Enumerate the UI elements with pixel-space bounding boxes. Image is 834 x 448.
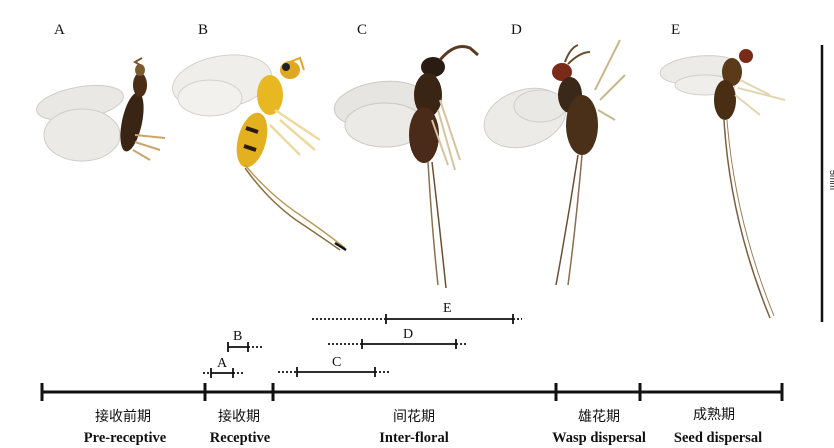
range-label-a: A (217, 356, 227, 372)
range-label-b: B (233, 329, 242, 345)
stage-zh-inter-floral: 间花期 (344, 406, 484, 426)
range-e (312, 314, 522, 324)
stage-zh-receptive: 接收期 (169, 406, 309, 426)
range-label-d: D (403, 327, 413, 343)
range-d (328, 339, 468, 349)
stage-en-seed-dispersal: Seed dispersal (638, 430, 798, 447)
range-label-e: E (443, 301, 452, 317)
stage-en-inter-floral: Inter-floral (334, 430, 494, 447)
range-label-c: C (332, 355, 341, 371)
stage-en-receptive: Receptive (160, 430, 320, 447)
stage-zh-seed-dispersal: 成熟期 (644, 404, 784, 424)
